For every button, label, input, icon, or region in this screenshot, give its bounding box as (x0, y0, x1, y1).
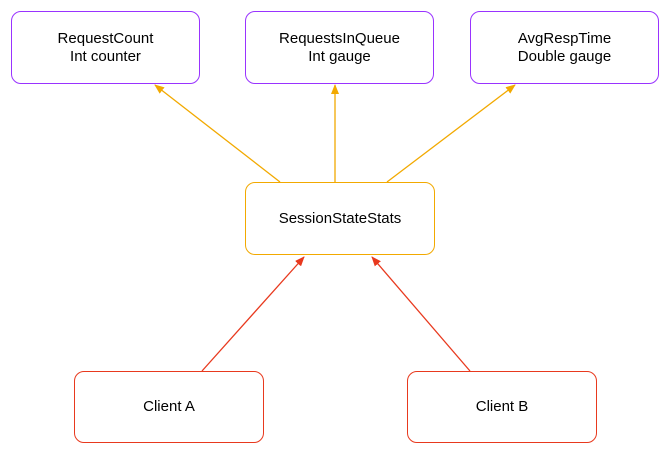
node-requests-in-queue-type: Int gauge (308, 47, 371, 65)
node-requests-in-queue: RequestsInQueue Int gauge (245, 11, 434, 84)
node-client-b: Client B (407, 371, 597, 443)
node-session-state-stats: SessionStateStats (245, 182, 435, 255)
node-request-count-type: Int counter (70, 47, 141, 65)
edge-stats-to-avg-resp-time (386, 84, 516, 183)
node-avg-resp-time-type: Double gauge (517, 47, 612, 65)
node-client-a-label: Client A (143, 398, 195, 415)
node-request-count: RequestCount Int counter (11, 11, 200, 84)
edge-stats-to-request-count (154, 84, 281, 183)
edge-client-b-to-stats (371, 256, 471, 372)
node-request-count-name: RequestCount (57, 29, 154, 47)
edge-client-a-to-stats (201, 256, 305, 372)
node-client-a: Client A (74, 371, 264, 443)
node-avg-resp-time: AvgRespTime Double gauge (470, 11, 659, 84)
node-session-state-stats-label: SessionStateStats (278, 209, 402, 227)
node-client-b-label: Client B (475, 398, 529, 415)
node-requests-in-queue-name: RequestsInQueue (279, 29, 400, 47)
node-avg-resp-time-name: AvgRespTime (517, 29, 612, 47)
